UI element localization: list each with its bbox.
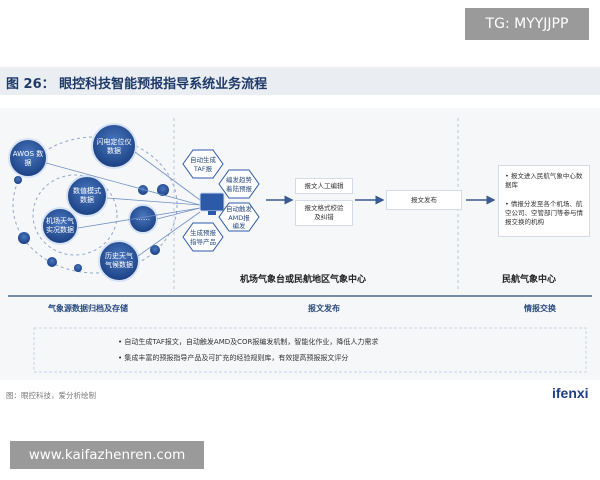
band-publish: 报文发布 xyxy=(308,304,340,313)
summary-box xyxy=(33,327,587,373)
figure-title: 图 26： 眼控科技智能预报指导系统业务流程 xyxy=(6,77,268,92)
source-lightning-label: 闪电定位仪 数据 xyxy=(96,138,132,155)
hex-amd-label: 自动触发 AMD报 编发 xyxy=(226,205,252,230)
source-lightning-circle xyxy=(91,123,137,169)
source-airport-label: 机场天气 实况数据 xyxy=(46,217,74,234)
hex-guide xyxy=(182,222,224,252)
hex-amd xyxy=(218,202,260,232)
section-airport-title: 机场气象台或民航地区气象中心 xyxy=(240,275,367,285)
summary-bullet-2: • 集成丰富的预报指导产品及可扩充的经验规则库，有效提高预报报文评分 xyxy=(118,354,349,362)
source-nwp-circle xyxy=(66,175,108,217)
hex-guide-label: 生成预报 指导产品 xyxy=(190,229,216,246)
hex-trend xyxy=(218,169,260,199)
section-center-title: 民航气象中心 xyxy=(502,275,557,285)
box-manual-edit: 报文人工编辑 xyxy=(295,178,353,194)
source-cluster-ring xyxy=(12,136,178,274)
source-more-label: …… xyxy=(136,214,150,222)
watermark-bottom: www.kaifazhenren.com xyxy=(10,441,204,469)
source-airport-circle xyxy=(41,207,79,245)
figure-source: 图：眼控科技，爱分析绘制 xyxy=(6,391,96,400)
box-publish-label: 报文发布 xyxy=(411,196,437,204)
box-manual-edit-label: 报文人工编辑 xyxy=(304,182,344,190)
source-awos-label: AWOS 数据 xyxy=(12,150,44,167)
summary-bullet-1: • 自动生成TAF报文，自动触发AMD及COR报编发机制，智能化作业，降低人力需… xyxy=(118,338,379,346)
box-exchange: • 报文进入民航气象中心数据库 • 情报分发至各个机场、航空公司、空管部门等参与… xyxy=(498,165,590,237)
source-nwp-label: 数值模式 数据 xyxy=(73,187,101,204)
box-format-check-label: 报文格式校验 及纠错 xyxy=(304,204,344,221)
source-inner-ring xyxy=(32,174,118,256)
source-history-circle xyxy=(98,240,140,282)
box-publish: 报文发布 xyxy=(386,190,462,210)
source-history-label: 历史天气 气候数据 xyxy=(105,252,133,269)
exchange-line-2: • 情报分发至各个机场、航空公司、空管部门等参与情报交换的机构 xyxy=(505,200,583,226)
box-format-check: 报文格式校验 及纠错 xyxy=(295,200,353,226)
exchange-line-1: • 报文进入民航气象中心数据库 xyxy=(505,172,583,189)
hex-taf-label: 自动生成 TAF报 xyxy=(190,156,216,173)
band-archive: 气象源数据归档及存储 xyxy=(48,304,128,313)
band-exchange: 情报交换 xyxy=(524,304,556,313)
title-bar xyxy=(0,67,600,95)
ifenxi-logo: ifenxi xyxy=(552,385,589,401)
source-awos-circle xyxy=(8,138,48,178)
watermark-top: TG: MYYJJPP xyxy=(465,8,589,40)
hex-trend-label: 编发趋势 着陆预报 xyxy=(226,176,252,193)
hex-taf xyxy=(182,149,224,179)
